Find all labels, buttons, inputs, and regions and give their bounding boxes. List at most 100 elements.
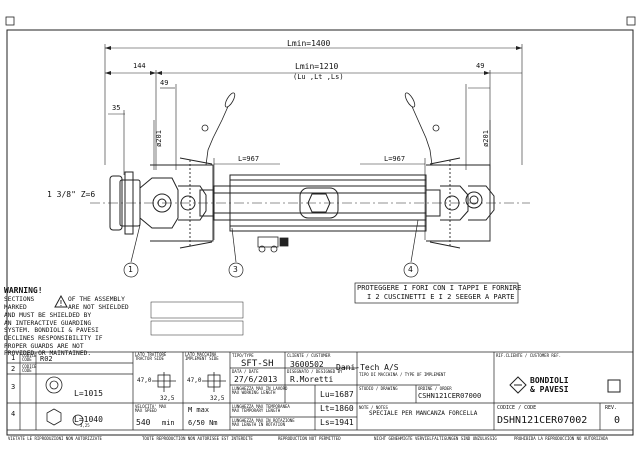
shaft-guard-tubes [213,174,427,232]
note-box-small-1 [150,301,244,319]
dimension-lines [104,44,523,240]
footer-de: NICHT GENEHMIGTE VERVIELFALTIGUNGEN SIND… [374,436,497,441]
cross-dim-c: 47,0 [187,377,202,384]
dim-49-right: 49 [476,62,485,70]
footer-it: VIETATE LE RIPRODUZIONI NON AUTORIZZATE [8,436,102,441]
part-num-1: 1 [11,354,16,362]
right-yoke [425,185,495,221]
max-speed-unit: min [162,419,175,427]
warning-line2a: MARKED [4,303,27,311]
implement-type-label: TIPO DI MACCHINA / TYPE OF IMPLEMENT [359,372,446,377]
brand-line-2: & PAVESI [530,385,569,394]
working-length-value: Lu=1687 [320,390,354,399]
dim-dia-201-right: ø201 [481,130,490,147]
callout-4: 4 [408,265,413,274]
note-box-small-2 [150,320,244,336]
note-line-2: I 2 CUSCINETTI E I 2 SEEGER A PARTE [367,293,515,301]
tractor-side-label2: TRACTOR SIDE [135,356,164,361]
customer-label: CLIENTE / CUSTOMER [287,353,331,358]
customer-name: Dani-Tech A/S [336,363,399,372]
dim-overall-length: Lmin=1400 [287,39,331,48]
callout-balloons [123,219,419,278]
max-speed-label: VELOCITA' MAX [135,404,167,409]
warning-block: WARNING! SECTIONS OF THE ASSEMBLY MARKED… [4,287,129,358]
part-code-1: R02 [40,355,53,363]
dim-144: 144 [133,62,146,70]
cross-dim-a: 47,0 [137,377,152,384]
temporary-length-label: LUNGHEZZA MAX TEMPORANEA [232,404,290,409]
note-line-1: PROTEGGERE I FORI CON I TAPPI E FORNIRE [357,284,522,292]
customer-code: 3600502 [290,360,324,369]
part-tube-note-4: 3,25 [80,423,90,428]
right-shield-cone [426,157,491,249]
dim-mid-length: Lmin=1210 [295,62,339,71]
part-length-4: L=1040 [74,415,103,424]
cross-dim-d: 32,5 [210,395,225,402]
designed-by-value: R.Moretti [290,375,334,384]
dim-dia-201-left: ø201 [154,130,163,147]
date-label: DATA / DATE [232,369,259,374]
brand-line-1: BONDIOLI [530,376,569,385]
part-code-label-2: CODICE [22,364,37,369]
type-value: SFT-SH [241,359,274,369]
order-value: CSHN121CER07000 [418,392,482,400]
code-value: DSHN121CER07002 [497,415,588,426]
max-speed-value: 540 [136,418,151,427]
dim-mid-length-sub: (Lu ,Lt ,Ls) [293,73,344,81]
max-torque-label: M max [188,406,210,414]
warning-line2b: ARE NOT SHIELDED [68,303,129,311]
title-block-grid [7,351,633,431]
drawing-label: STUDIO / DRAWING [359,386,398,391]
warning-exclamation-icon: ! [59,299,62,308]
working-length-label2: MAX WORKING LENGTH [232,390,276,395]
max-torque-value: 6/50 Nm [188,419,218,427]
shaft-spline-spec: 1 3/8" Z=6 [47,190,96,199]
rotation-length-label2: MAX LENGTH IN ROTATION [232,422,285,427]
notes-value: SPECIALE PER MANCANZA FORCELLA [369,410,478,417]
part-num-2: 2 [11,365,16,373]
part-num-3: 3 [11,383,16,391]
corner-mark-tl [5,16,15,26]
customer-ref-label: RIF.CLIENTE / CUSTOMER REF. [496,353,562,358]
cross-spider-drawings [152,372,226,392]
part-code-label2-1: CODE [22,357,32,362]
dim-guard-length-left: L=967 [238,155,260,163]
right-safety-chain [404,92,440,166]
callout-3: 3 [233,265,238,274]
brand-logo-icon [509,376,621,394]
warning-line1a: SECTIONS [4,296,35,303]
rotation-length-value: Ls=1941 [320,418,354,427]
designed-by-label: DISEGNATO / DESIGNED BY [287,369,343,374]
part-code-label-1: CODICE [22,353,37,358]
rotation-length-label: LUNGHEZZA MAX IN ROTAZIONE [232,418,295,423]
temporary-length-value: Lt=1860 [320,404,354,413]
dimension-arrows [105,46,522,75]
max-speed-label2: MAX SPEED [135,408,157,413]
corner-mark-tr [626,16,636,26]
implement-side-label2: IMPLEMENT SIDE [185,356,219,361]
left-yoke [109,171,215,235]
warning-title: WARNING! [4,286,43,295]
type-label: TIPO/TYPE [232,353,254,358]
part-length-3: L=1015 [74,389,103,398]
cross-dim-b: 32,5 [160,395,175,402]
date-value: 27/6/2013 [234,375,278,384]
rev-label: REV. [605,405,618,411]
tractor-side-label: LATO TRATTORE [135,352,167,357]
footer-en: REPRODUCTION NOT PERMITTED [278,436,341,441]
warning-triangle-icon [54,294,68,308]
dim-35: 35 [112,104,121,112]
order-label: ORDINE / ORDER [418,386,452,391]
sheet-border [6,29,634,436]
notes-label: NOTE / NOTES [359,405,388,410]
part-num-4: 4 [11,410,16,418]
part-code-label2-2: CODE [22,368,32,373]
footer-fr: TOUTE REPRODUCTION NON AUTORISEE EST INT… [142,436,253,441]
note-box [354,282,519,304]
warning-line1b: OF THE ASSEMBLY [68,296,125,303]
footer-es: PROHIBIDA LA REPRODUCCION NO AUTORIZADA [514,436,608,441]
dim-49-left: 49 [160,79,169,87]
left-safety-chain [201,92,236,166]
